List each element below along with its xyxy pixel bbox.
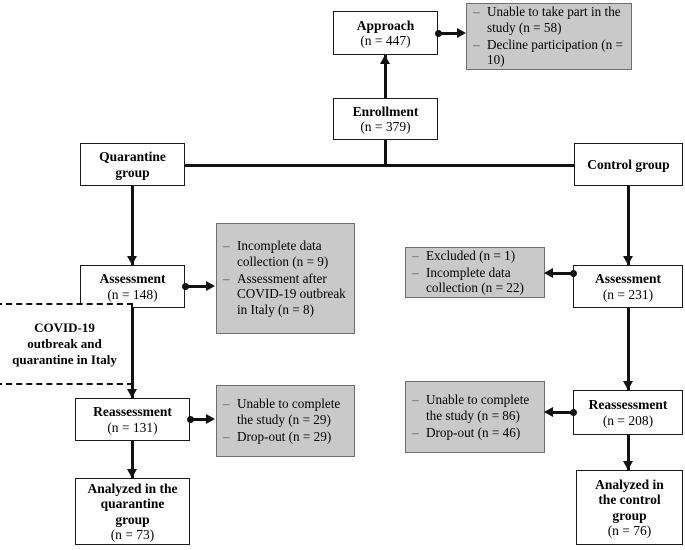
connector-assessment-reassessment-left [131,308,134,398]
arrowhead-down [127,469,137,478]
junction-dot [187,416,194,423]
arrowhead-right [457,27,466,38]
node-control-group-line1: Control group [587,156,670,172]
exclusion-item: Incomplete data collection (n = 22) [411,265,538,297]
node-assessment-quarantine: Assessment (n = 148) [80,265,185,308]
node-approach: Approach (n = 447) [333,11,438,55]
node-analyzed-control-count: (n = 76) [607,522,652,538]
arrowhead-right [206,414,215,424]
connector-quarantine-assessment [131,186,134,265]
arrowhead-down [127,256,137,265]
node-quarantine-group: Quarantine group [80,143,185,186]
connector-assessment-reassessment-right [627,308,630,390]
node-covid-event: COVID-19 outbreak and quarantine in Ital… [0,303,133,385]
connector-assessment-exclusion-left [185,285,207,288]
exclusion-item: Drop-out (n = 46) [411,425,538,441]
junction-dot [570,409,577,416]
exclusion-assessment-quarantine: Incomplete data collection (n = 9) Asses… [216,223,355,334]
node-analyzed-control-line2: the control [598,492,661,508]
node-reassessment-control-label: Reassessment [588,397,668,413]
node-reassessment-control-count: (n = 208) [602,412,654,428]
exclusion-item: Unable to complete the study (n = 29) [222,396,348,428]
node-enrollment-label: Enrollment [352,103,419,119]
node-assessment-quarantine-count: (n = 148) [107,286,158,302]
exclusion-item: Unable to complete the study (n = 86) [411,392,538,424]
node-analyzed-quarantine-line2: quarantine [100,496,165,512]
node-reassessment-quarantine-count: (n = 131) [107,419,158,435]
arrowhead-left [544,407,553,417]
node-analyzed-control-line3: group [612,507,647,523]
exclusion-item: Incomplete data collection (n = 9) [222,238,348,270]
node-reassessment-control: Reassessment (n = 208) [573,390,683,435]
connector-enrollment-split [384,140,387,165]
node-analyzed-quarantine-count: (n = 73) [110,526,155,542]
node-assessment-control: Assessment (n = 231) [573,265,683,308]
node-analyzed-quarantine-line3: group [115,511,150,527]
node-analyzed-quarantine-line1: Analyzed in the [87,481,178,497]
connector-reassessment-exclusion-right [552,411,574,414]
node-covid-event-line3: quarantine in Italy [12,351,117,367]
node-assessment-control-label: Assessment [595,271,661,287]
arrowhead-down [127,389,137,398]
node-reassessment-quarantine: Reassessment (n = 131) [75,398,190,441]
exclusion-item: Excluded (n = 1) [411,248,538,264]
node-analyzed-quarantine: Analyzed in the quarantine group (n = 73… [75,478,190,545]
node-analyzed-control-line1: Analyzed in [595,477,664,493]
connector-split-bar [185,163,574,167]
connector-control-assessment [627,186,630,265]
junction-dot [435,29,442,37]
connector-assessment-exclusion-right [552,272,574,275]
exclusion-item: Drop-out (n = 29) [222,429,348,445]
node-approach-count: (n = 447) [360,33,411,48]
node-approach-label: Approach [356,17,415,33]
node-enrollment-count: (n = 379) [360,119,411,134]
connector-enrollment-approach [384,55,387,98]
exclusion-approach: Unable to take part in the study (n = 58… [466,3,632,70]
node-enrollment: Enrollment (n = 379) [333,98,438,140]
junction-dot [182,283,189,290]
arrowhead-down [623,381,633,390]
exclusion-reassessment-quarantine: Unable to complete the study (n = 29) Dr… [216,385,355,457]
connector-reassessment-analyzed-right [627,435,630,470]
connector-reassessment-analyzed-left [131,441,134,478]
node-quarantine-group-line2: group [115,164,150,180]
exclusion-reassessment-control: Unable to complete the study (n = 86) Dr… [405,381,545,453]
node-assessment-quarantine-label: Assessment [99,271,166,287]
connector-approach-exclusion [438,31,458,35]
exclusion-item: Unable to take part in the study (n = 58… [472,4,625,36]
arrowhead-left [544,268,553,278]
junction-dot [570,270,577,277]
node-covid-event-line1: COVID-19 [34,320,95,336]
arrowhead-down [623,256,633,265]
arrowhead-up [380,55,390,64]
node-assessment-control-count: (n = 231) [602,286,654,302]
exclusion-assessment-control: Excluded (n = 1) Incomplete data collect… [405,247,545,298]
node-reassessment-quarantine-label: Reassessment [93,404,172,420]
node-covid-event-line2: outbreak and [27,336,102,352]
exclusion-item: Decline participation (n = 10) [472,37,625,69]
node-analyzed-control: Analyzed in the control group (n = 76) [576,470,683,545]
node-control-group: Control group [574,143,683,186]
arrowhead-down [623,461,633,470]
arrowhead-right [206,281,215,291]
node-quarantine-group-line1: Quarantine [99,149,166,165]
connector-reassessment-exclusion-left [190,418,207,421]
exclusion-item: Assessment after COVID-19 outbreak in It… [222,271,348,319]
